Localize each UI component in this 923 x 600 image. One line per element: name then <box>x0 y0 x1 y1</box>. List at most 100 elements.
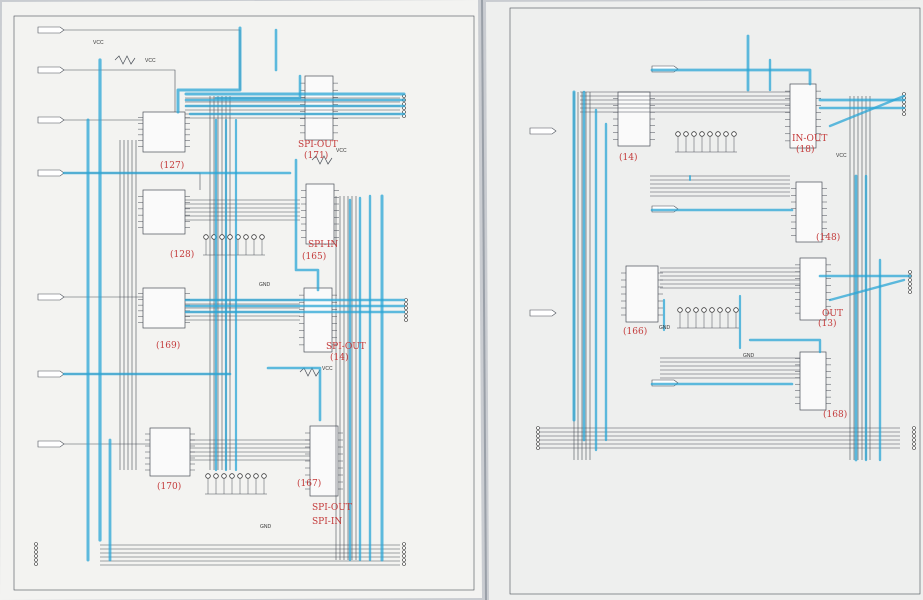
vcc-label-1: VCC <box>93 40 104 46</box>
connector-pin <box>536 430 540 434</box>
connector-pin <box>34 562 38 566</box>
led-symbol <box>691 131 697 137</box>
ic-chip <box>303 287 333 353</box>
connector-pin <box>404 318 408 322</box>
gnd-label-1: GND <box>259 282 271 288</box>
ic-label-169: (169) <box>156 340 180 351</box>
ic-chip <box>149 427 191 477</box>
resistor-symbol <box>311 155 333 165</box>
led-symbol <box>259 234 265 240</box>
highlight-trace <box>214 74 302 100</box>
ic-chip <box>789 83 817 149</box>
note-spi-out-2: SPI-OUT <box>326 342 366 352</box>
led-symbol <box>683 131 689 137</box>
led-symbol <box>715 131 721 137</box>
led-symbol <box>723 131 729 137</box>
ic-chip <box>799 257 827 321</box>
note-spi-in-1: SPI-IN <box>308 240 338 250</box>
connector-pin <box>908 278 912 282</box>
led-symbol <box>693 307 699 313</box>
connector-pin <box>908 290 912 294</box>
vcc-label-3: VCC <box>336 148 347 154</box>
note-171: (171) <box>304 150 328 161</box>
gnd-label-2: GND <box>260 524 272 530</box>
connector-pin <box>912 434 916 438</box>
note-spi-in-2: SPI-IN <box>312 517 342 527</box>
highlight-trace <box>294 158 320 292</box>
connector-pin <box>908 282 912 286</box>
highlight-trace <box>650 68 812 86</box>
connector-pin <box>912 426 916 430</box>
vcc-label-2: VCC <box>145 58 156 64</box>
connector-pin <box>402 562 406 566</box>
note-148: (148) <box>816 232 840 243</box>
highlight-trace <box>828 94 906 128</box>
led-symbol <box>725 307 731 313</box>
ic-label-166: (166) <box>623 326 647 337</box>
schematic-labels: (127) (128) (169) (170) SPI-OUT (171) SP… <box>93 40 847 530</box>
right-sheet-border <box>509 7 921 595</box>
led-symbol <box>677 307 683 313</box>
connector-pin <box>402 558 406 562</box>
ic-chip <box>799 351 827 411</box>
led-symbol <box>717 307 723 313</box>
connector-pin <box>404 314 408 318</box>
connector-pin <box>402 554 406 558</box>
resistor-symbol <box>114 55 136 65</box>
ic-chip <box>305 183 335 245</box>
note-13: (13) <box>818 318 836 329</box>
ic-chip <box>309 425 339 497</box>
right-input-port <box>529 309 557 317</box>
left-input-port <box>37 26 65 34</box>
led-symbol <box>709 307 715 313</box>
led-symbol <box>205 473 211 479</box>
left-input-port <box>37 116 65 124</box>
connector-pin <box>34 550 38 554</box>
connector-pin <box>912 446 916 450</box>
led-symbol <box>219 234 225 240</box>
gnd-label-3: GND <box>659 325 671 331</box>
vcc-label-5: VCC <box>836 153 847 159</box>
note-18: (18) <box>796 144 814 155</box>
highlight-trace <box>748 338 822 354</box>
led-symbol <box>253 473 259 479</box>
left-input-port <box>37 293 65 301</box>
connector-pin <box>404 302 408 306</box>
led-symbol <box>261 473 267 479</box>
note-spi-out-1: SPI-OUT <box>298 140 338 150</box>
ic-chip <box>625 265 659 323</box>
connector-pin <box>908 270 912 274</box>
led-symbol <box>251 234 257 240</box>
connector-pin <box>404 306 408 310</box>
led-symbol <box>243 234 249 240</box>
highlight-trace <box>266 366 322 422</box>
right-input-port <box>529 127 557 135</box>
connector-pin <box>912 442 916 446</box>
left-input-port <box>37 440 65 448</box>
right-sheet <box>486 0 923 600</box>
connector-pin <box>34 546 38 550</box>
connector-pin <box>912 438 916 442</box>
ic-chip <box>795 181 823 243</box>
note-167: (167) <box>297 478 321 489</box>
left-input-port <box>37 66 65 74</box>
led-symbol <box>245 473 251 479</box>
led-symbol <box>707 131 713 137</box>
connector-pin <box>536 438 540 442</box>
connector-pin <box>402 546 406 550</box>
left-sheet-border <box>13 15 475 591</box>
connector-pin <box>402 542 406 546</box>
connector-pin <box>536 442 540 446</box>
led-symbol <box>675 131 681 137</box>
vcc-label-4: VCC <box>322 366 333 372</box>
left-input-port <box>37 169 65 177</box>
connector-pin <box>402 550 406 554</box>
connector-pin <box>536 446 540 450</box>
connector-pin <box>902 112 906 116</box>
led-symbol <box>237 473 243 479</box>
note-spi-out-3: SPI-OUT <box>312 503 352 513</box>
ic-chip <box>142 111 186 153</box>
led-symbol <box>213 473 219 479</box>
